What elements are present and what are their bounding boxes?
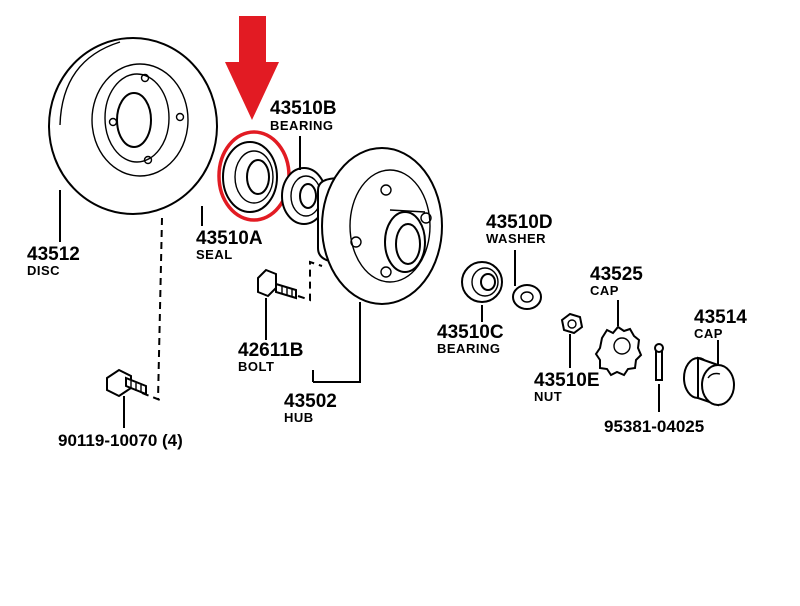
bearing-inner-name: BEARING xyxy=(270,118,333,133)
cap-small-number: 43525 xyxy=(590,264,643,285)
leader-lines xyxy=(59,136,719,428)
assembly-dashed-lines xyxy=(141,217,323,401)
disc-bolt xyxy=(106,368,147,398)
hub xyxy=(317,147,443,305)
washer-name: WASHER xyxy=(486,231,546,246)
large-cap xyxy=(683,356,735,407)
small-cap xyxy=(594,325,643,377)
washer-number: 43510D xyxy=(486,212,553,233)
brake-disc xyxy=(48,37,218,215)
bearing-outer-name: BEARING xyxy=(437,341,500,356)
nut-name: NUT xyxy=(534,389,562,404)
disc-bolt-number: 90119-10070 (4) xyxy=(58,431,183,450)
bearing-inner-number: 43510B xyxy=(270,98,337,119)
red-arrow-icon xyxy=(225,16,279,120)
bolt-name: BOLT xyxy=(238,359,274,374)
seal-name: SEAL xyxy=(196,247,233,262)
disc-name: DISC xyxy=(27,263,60,278)
cotter-pin-number: 95381-04025 xyxy=(604,417,704,436)
hub-name: HUB xyxy=(284,410,314,425)
outer-bearing xyxy=(461,261,503,303)
cap-small-name: CAP xyxy=(590,283,619,298)
bearing-outer-number: 43510C xyxy=(437,322,504,343)
washer xyxy=(512,284,542,310)
cotter-pin xyxy=(654,343,664,381)
inner-bearing xyxy=(281,167,327,225)
hub-bolt xyxy=(257,268,297,300)
seal-number: 43510A xyxy=(196,228,263,249)
disc-number: 43512 xyxy=(27,244,80,265)
nut-number: 43510E xyxy=(534,370,600,391)
cap-large-number: 43514 xyxy=(694,307,747,328)
cap-large-name: CAP xyxy=(694,326,723,341)
bolt-number: 42611B xyxy=(238,340,304,361)
hub-number: 43502 xyxy=(284,391,337,412)
nut xyxy=(560,312,584,335)
seal xyxy=(222,141,278,213)
